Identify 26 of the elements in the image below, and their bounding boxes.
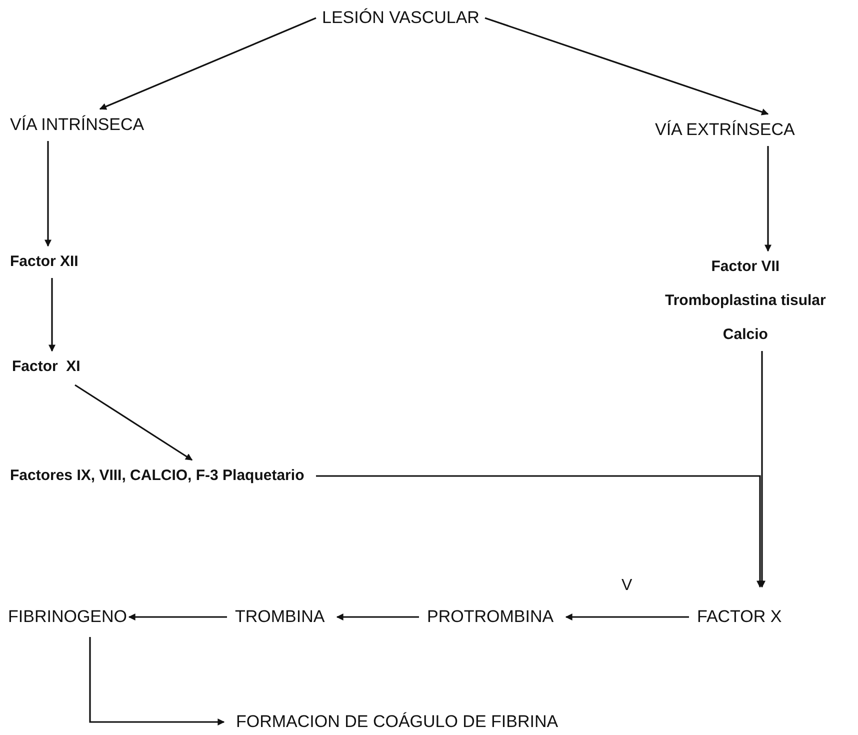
arrow <box>74 384 193 461</box>
arrow <box>48 278 56 352</box>
node-label: LESIÓN VASCULAR <box>322 8 480 28</box>
node-label: FORMACION DE COÁGULO DE FIBRINA <box>236 712 558 732</box>
arrow <box>565 614 689 620</box>
arrow <box>89 637 225 726</box>
node-label: PROTROMBINA <box>427 607 554 627</box>
node-label: VÍA EXTRÍNSECA <box>655 120 795 140</box>
node-label: Calcio <box>722 325 768 345</box>
arrow <box>99 17 316 110</box>
node-label: Factor XI <box>12 357 80 377</box>
arrow <box>336 614 419 620</box>
node-label: FIBRINOGENO <box>8 607 128 627</box>
arrow <box>484 17 769 116</box>
arrow <box>316 475 764 588</box>
node-label: Factores IX, VIII, CALCIO, F-3 Plaquetario <box>10 466 304 486</box>
node-label: Tromboplastina tisular <box>665 291 826 311</box>
arrow <box>758 351 766 588</box>
node-label: FACTOR X <box>697 607 782 627</box>
node-label: VÍA INTRÍNSECA <box>10 115 144 135</box>
arrow <box>764 146 772 252</box>
node-label: Factor VII <box>711 257 780 277</box>
node-label: Factor XII <box>10 252 78 272</box>
node-label: TROMBINA <box>235 607 325 627</box>
arrow <box>44 141 52 247</box>
arrow <box>128 614 227 620</box>
